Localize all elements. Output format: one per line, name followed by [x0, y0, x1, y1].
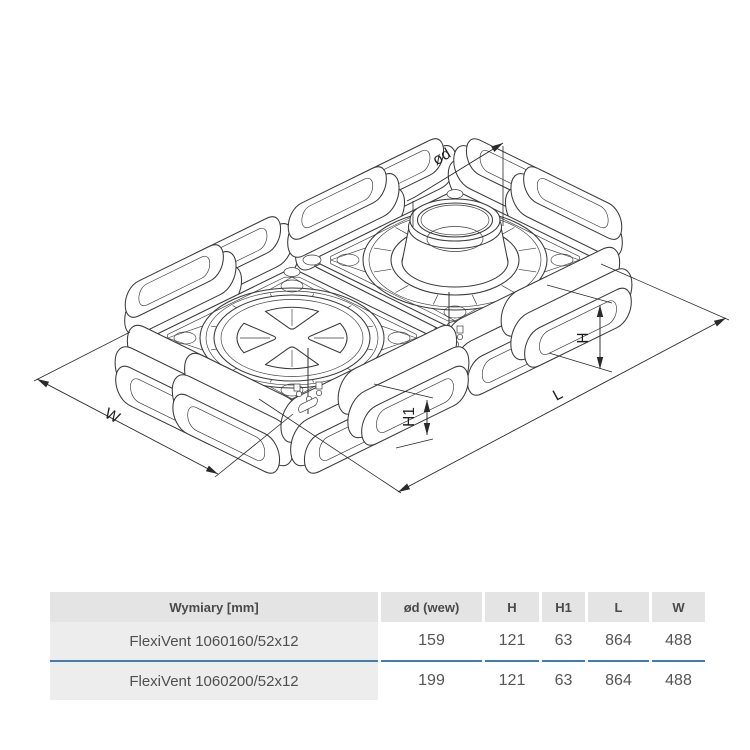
dim-label-w: W [102, 405, 123, 427]
row-1-name: FlexiVent 1060200/52x12 [50, 660, 378, 700]
row-1-l: 864 [588, 660, 649, 700]
col-header-h: H [485, 592, 539, 622]
table-row: FlexiVent 1060200/52x12 199 121 63 864 4… [50, 660, 705, 700]
row-0-name: FlexiVent 1060160/52x12 [50, 622, 378, 660]
dimension-table: Wymiary [mm] ød (wew) H H1 L W FlexiVent… [47, 592, 708, 700]
row-1-od: 199 [381, 660, 482, 700]
col-header-od: ød (wew) [381, 592, 482, 622]
table-header-row: Wymiary [mm] ød (wew) H H1 L W [50, 592, 705, 622]
isometric-manifold-drawing [114, 138, 633, 474]
row-0-l: 864 [588, 622, 649, 660]
col-header-w: W [652, 592, 705, 622]
table-row: FlexiVent 1060160/52x12 159 121 63 864 4… [50, 622, 705, 660]
row-0-od: 159 [381, 622, 482, 660]
col-header-wymiary: Wymiary [mm] [50, 592, 378, 622]
row-0-h1: 63 [542, 622, 585, 660]
dim-label-l: L [550, 385, 566, 404]
dim-label-h1: H1 [401, 407, 418, 427]
row-1-h1: 63 [542, 660, 585, 700]
dimension-labels: ød H H1 L W [102, 145, 592, 427]
technical-drawing: ød H H1 L W [33, 138, 730, 494]
dimension-lines [33, 142, 730, 494]
col-header-l: L [588, 592, 649, 622]
row-0-h: 121 [485, 622, 539, 660]
dim-label-h: H [575, 332, 592, 343]
dim-label-od: ød [430, 145, 454, 169]
row-1-h: 121 [485, 660, 539, 700]
row-1-w: 488 [652, 660, 705, 700]
row-0-w: 488 [652, 622, 705, 660]
col-header-h1: H1 [542, 592, 585, 622]
